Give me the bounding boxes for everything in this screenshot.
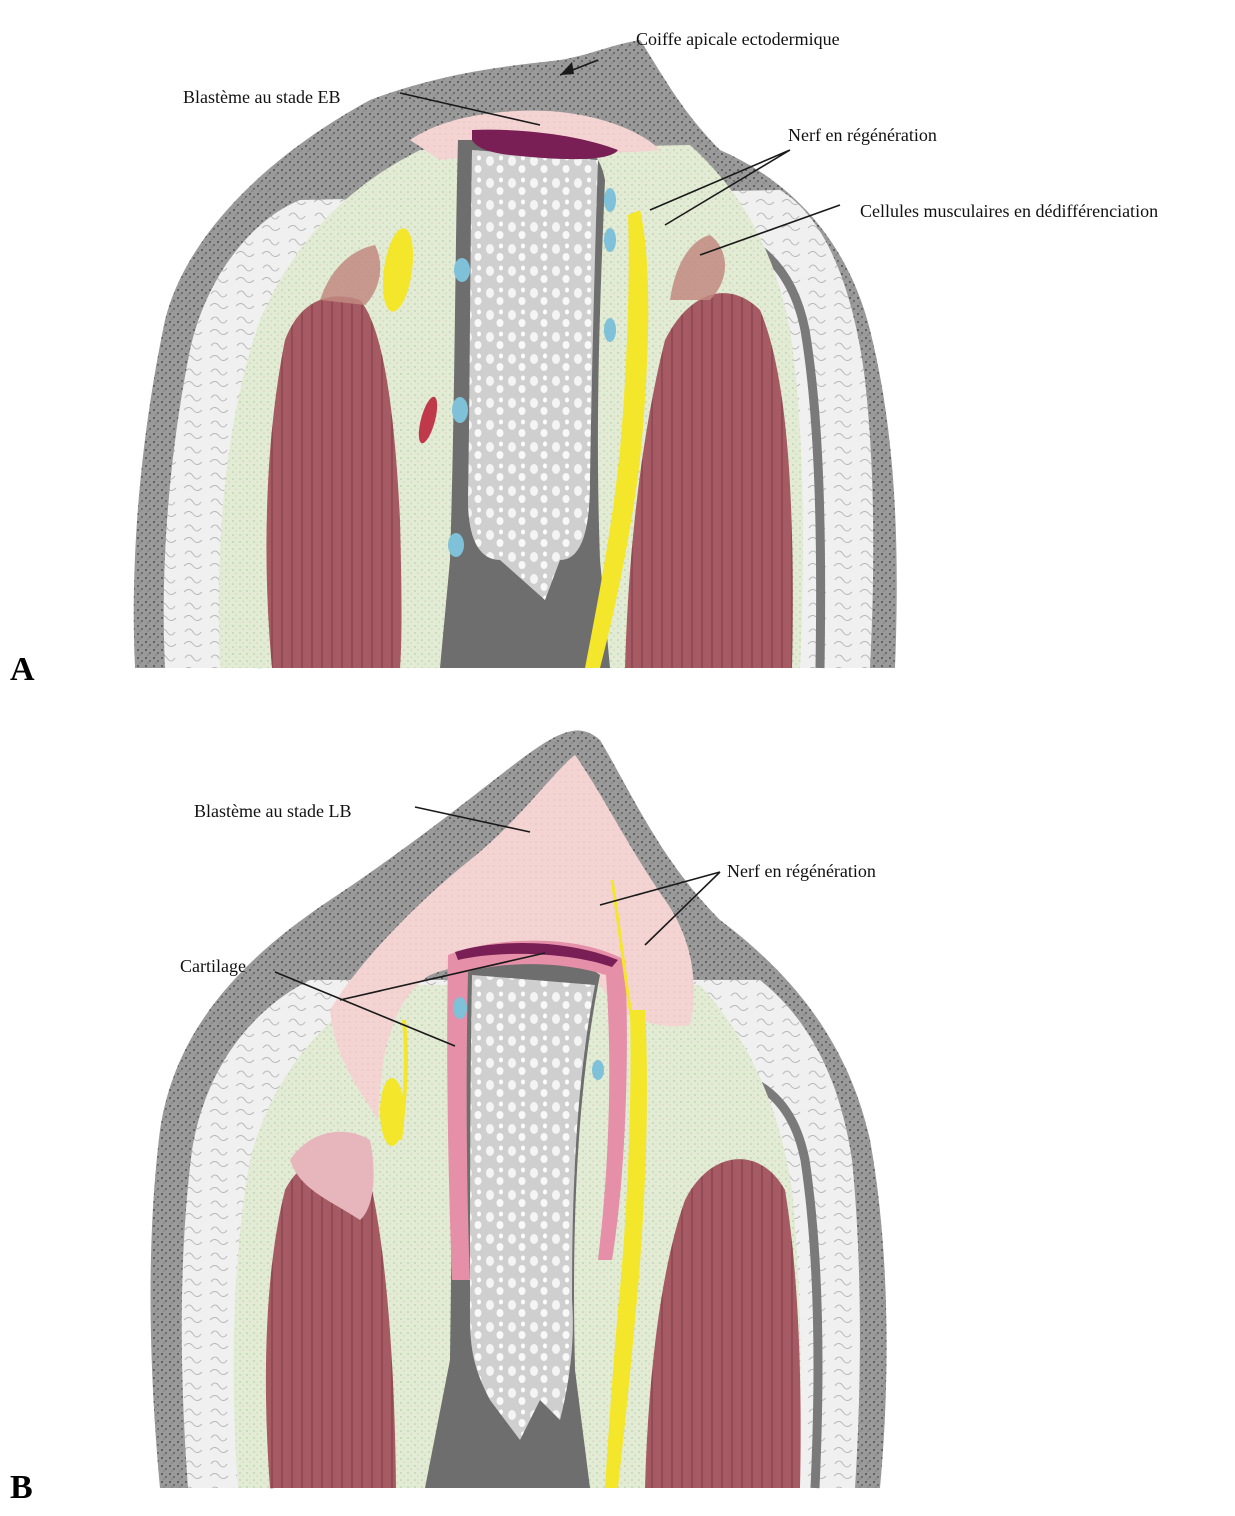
panel-b-nerve-end-left [380,1078,404,1146]
panel-a-vessel-blue [604,188,616,212]
panel-a-vessel-blue [604,228,616,252]
panel-a-vessel-blue [604,318,616,342]
panel-b-letter: B [10,1469,33,1506]
panel-a-marrow [468,150,598,600]
panel-a: Coiffe apicale ectodermique Blastème au … [10,29,1158,688]
panel-b-label-cartilage: Cartilage [180,956,246,976]
panel-a-vessel-blue [448,533,464,557]
panel-b: Blastème au stade LB Nerf en régénératio… [10,730,887,1506]
panel-b-vessel-blue [453,997,467,1019]
panel-a-label-muscle: Cellules musculaires en dédifférenciatio… [860,201,1158,221]
panel-b-vessel-blue [592,1060,604,1080]
panel-a-vessel-blue [452,397,468,423]
panel-a-letter: A [10,651,35,688]
panel-a-label-nerve: Nerf en régénération [788,125,937,145]
panel-a-label-aec: Coiffe apicale ectodermique [636,29,840,49]
panel-a-label-blastema: Blastème au stade EB [183,87,340,107]
panel-a-vessel-blue [454,258,470,282]
panel-b-label-blastema: Blastème au stade LB [194,801,351,821]
panel-b-label-nerve: Nerf en régénération [727,861,876,881]
panel-a-muscle-left [266,296,401,668]
